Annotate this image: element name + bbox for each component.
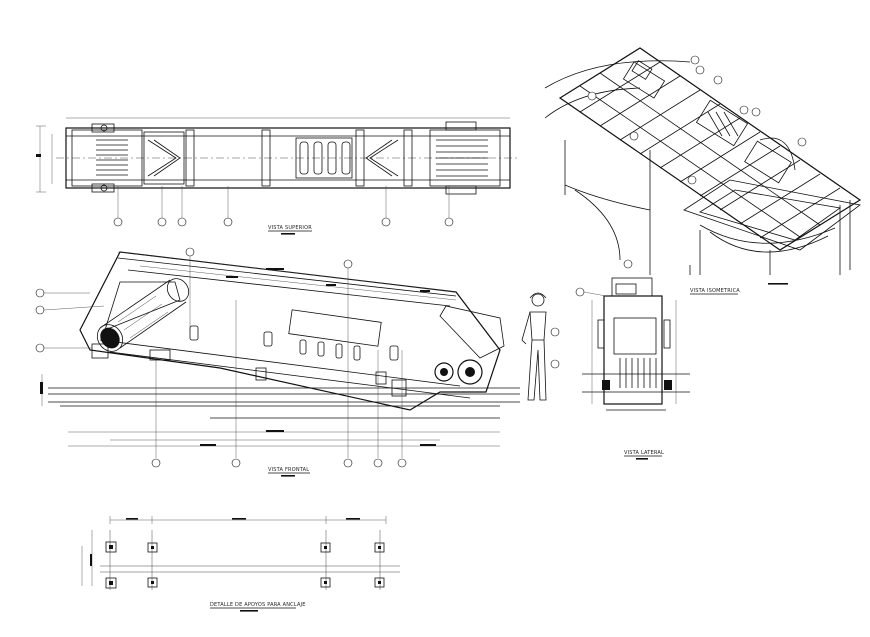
top-view-callouts xyxy=(113,186,454,227)
worker-figure xyxy=(521,292,547,401)
central-rollers xyxy=(299,339,361,361)
top-view-title: VISTA SUPERIOR xyxy=(268,225,312,231)
side-screen-grid xyxy=(619,358,657,388)
anchor-detail: DETALLE DE APOYOS PARA ANCLAJE xyxy=(81,516,400,612)
iso-view-title: VISTA ISOMETRICA xyxy=(690,288,740,294)
isometric-view: VISTA ISOMETRICA xyxy=(544,47,862,295)
side-view: VISTA LATERAL xyxy=(575,259,690,460)
iso-callouts xyxy=(587,55,807,185)
front-view: VISTA FRONTAL xyxy=(35,247,560,477)
idler-rollers xyxy=(299,141,351,175)
drum-roller xyxy=(96,278,190,352)
left-screen-grid xyxy=(96,139,128,176)
anchor-plates xyxy=(105,541,385,589)
iso-equipment-grid xyxy=(695,99,749,147)
right-screen-grid xyxy=(436,139,488,177)
top-view: VISTA SUPERIOR xyxy=(36,117,520,235)
anchor-detail-title: DETALLE DE APOYOS PARA ANCLAJE xyxy=(210,602,306,608)
side-view-title: VISTA LATERAL xyxy=(624,450,664,456)
front-view-title: VISTA FRONTAL xyxy=(268,467,309,473)
front-view-callouts xyxy=(35,247,560,468)
